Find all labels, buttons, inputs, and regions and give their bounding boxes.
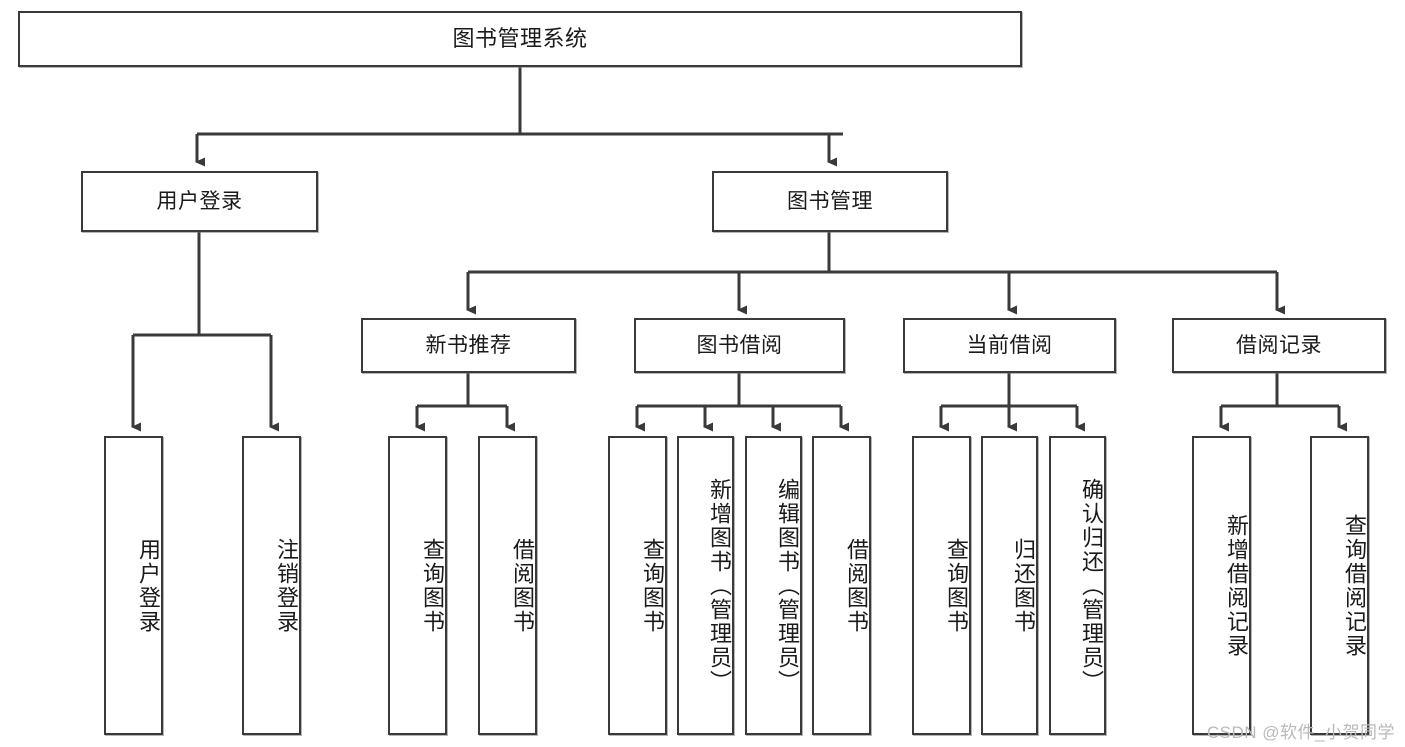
leaf-label: 用户登录 — [136, 537, 161, 634]
leaf-label: 查询图书 — [420, 537, 445, 634]
node-book-borrow[interactable]: 图书借阅 — [634, 318, 845, 373]
leaf-label: 归还图书 — [1011, 537, 1036, 634]
leaf-label: 确认归还（管理员） — [1079, 477, 1104, 694]
leaf-add-borrow-record[interactable]: 新增借阅记录 — [1192, 436, 1251, 735]
leaf-user-login[interactable]: 用户登录 — [104, 436, 163, 735]
node-user-login[interactable]: 用户登录 — [81, 171, 318, 232]
leaf-return-book[interactable]: 归还图书 — [981, 436, 1038, 735]
node-root-system[interactable]: 图书管理系统 — [18, 11, 1022, 67]
leaf-label: 查询图书 — [944, 537, 969, 634]
leaf-query-book-current[interactable]: 查询图书 — [912, 436, 971, 735]
leaf-label: 借阅图书 — [510, 537, 535, 634]
leaf-logout-login[interactable]: 注销登录 — [242, 436, 301, 735]
node-new-book-recommend[interactable]: 新书推荐 — [361, 318, 576, 373]
leaf-confirm-return-admin[interactable]: 确认归还（管理员） — [1049, 436, 1106, 735]
leaf-borrow-book-recommend[interactable]: 借阅图书 — [478, 436, 537, 735]
node-borrow-record[interactable]: 借阅记录 — [1172, 318, 1386, 373]
leaf-edit-book-admin[interactable]: 编辑图书（管理员） — [745, 436, 802, 735]
leaf-query-book-recommend[interactable]: 查询图书 — [388, 436, 447, 735]
leaf-query-borrow-record[interactable]: 查询借阅记录 — [1310, 436, 1369, 735]
leaf-label: 查询图书 — [640, 537, 665, 634]
leaf-label: 注销登录 — [274, 537, 299, 634]
node-current-borrow[interactable]: 当前借阅 — [903, 318, 1116, 373]
leaf-label: 新增借阅记录 — [1224, 513, 1249, 658]
leaf-label: 编辑图书（管理员） — [775, 477, 800, 694]
leaf-query-book-borrow[interactable]: 查询图书 — [608, 436, 667, 735]
leaf-add-book-admin[interactable]: 新增图书（管理员） — [677, 436, 734, 735]
node-book-management[interactable]: 图书管理 — [712, 171, 948, 232]
leaf-label: 借阅图书 — [844, 537, 869, 634]
watermark: CSDN @软件_小贺同学 — [1206, 723, 1395, 742]
leaf-label: 新增图书（管理员） — [707, 477, 732, 694]
leaf-label: 查询借阅记录 — [1342, 513, 1367, 658]
leaf-borrow-book[interactable]: 借阅图书 — [812, 436, 871, 735]
